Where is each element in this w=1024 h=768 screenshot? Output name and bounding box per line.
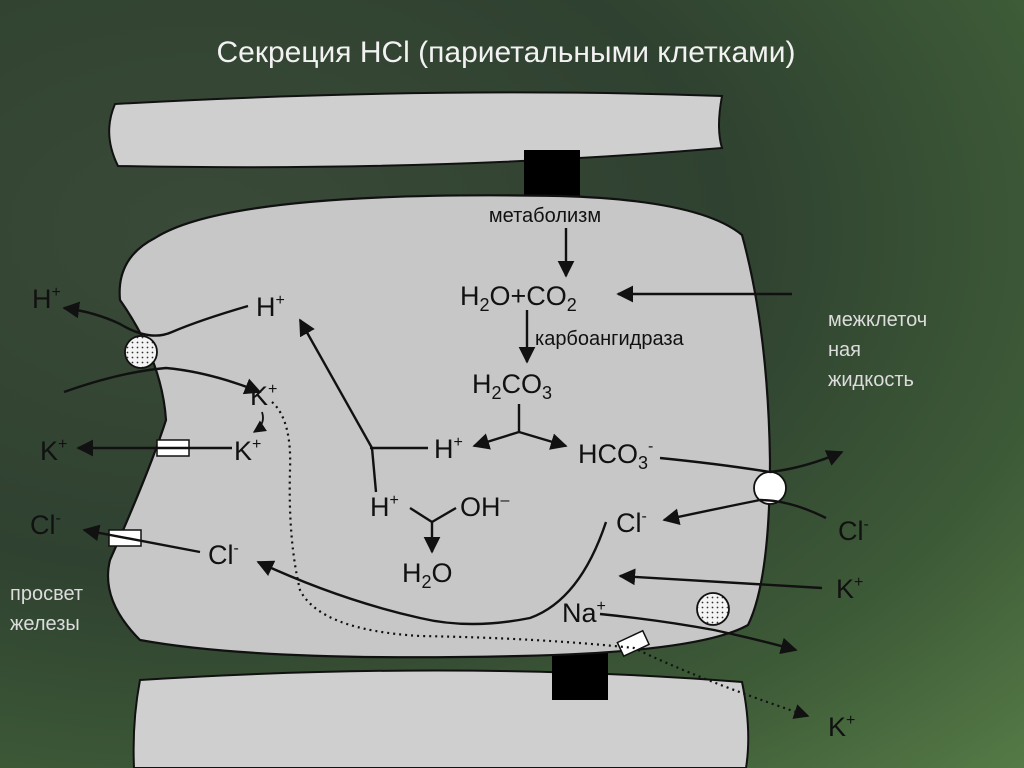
pathways (62, 228, 844, 719)
water-label: H2O (402, 558, 453, 592)
hco3-label: HCO3- (578, 438, 653, 473)
h-plus-inner-label: H+ (256, 292, 285, 322)
h2o-co2-label: H2O+CO2 (460, 281, 577, 315)
k-plus-inner-label-1: K+ (250, 381, 277, 411)
cl-interstitial-label: Cl- (838, 516, 869, 546)
upper-neighbour-cell (108, 91, 724, 169)
h-plus-small-label: H+ (370, 492, 399, 522)
tight-junction-bottom (552, 652, 608, 700)
carbonic-anhydrase-label: карбоангидраза (535, 328, 685, 350)
na-plus-label: Na+ (562, 598, 606, 628)
interstitial-fluid-label-3: жидкость (828, 369, 914, 391)
lower-neighbour-cell (132, 669, 750, 768)
tight-junction-top (524, 150, 580, 198)
h-plus-center-label: H+ (434, 434, 463, 464)
cl-lumen-label: Cl- (30, 510, 61, 540)
cl-inner-right-label: Cl- (616, 508, 647, 538)
k-plus-inner-label-2: K+ (234, 436, 261, 466)
cl-inner-left-label: Cl- (208, 540, 239, 570)
oh-label: OH– (460, 492, 510, 522)
k-plus-bottom-label: K+ (828, 712, 855, 742)
gland-lumen-label-1: просвет (10, 583, 83, 605)
k-plus-lumen-label: K+ (40, 436, 67, 466)
page-title: Секреция HCl (париетальными клетками) (216, 36, 795, 69)
interstitial-fluid-label-2: ная (828, 339, 861, 361)
k-channel-basolateral (616, 629, 651, 658)
proton-pump-carrier (124, 335, 158, 369)
interstitial-fluid-label-1: межклеточ (828, 309, 927, 331)
h-plus-lumen-label: H+ (32, 284, 61, 314)
metabolism-label: метаболизм (489, 205, 601, 227)
na-k-pump (696, 592, 730, 626)
labels: метаболизм H2O+CO2 карбоангидраза H2CO3 … (10, 205, 927, 742)
parietal-cell (106, 194, 772, 659)
gland-lumen-label-2: железы (10, 613, 80, 635)
k-plus-interstitial-label: K+ (836, 574, 863, 604)
h2co3-label: H2CO3 (472, 369, 552, 403)
